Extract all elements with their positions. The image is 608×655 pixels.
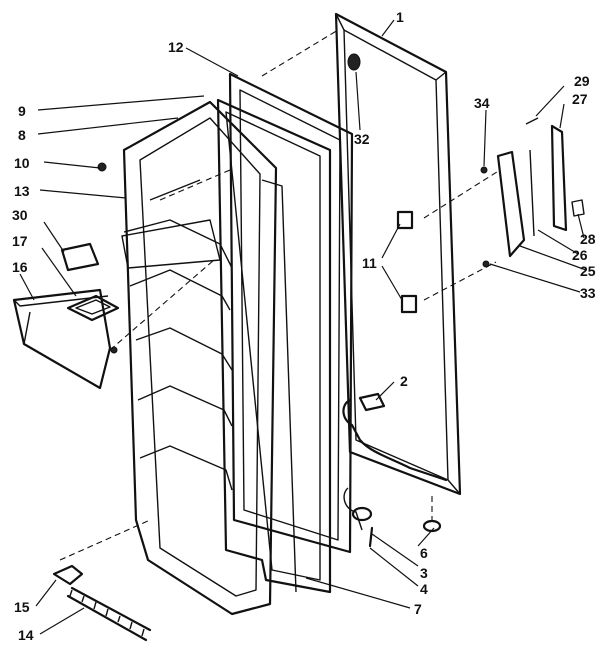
callout-33: 33 [580,285,596,301]
callout-15: 15 [14,599,30,615]
callout-12: 12 [168,39,184,55]
callout-4: 4 [420,581,428,597]
outer-door-panel [334,12,462,496]
callout-11: 11 [362,255,377,271]
leader-lines [19,19,587,635]
callout-25: 25 [580,263,596,279]
callout-10: 10 [14,155,30,171]
label-plate [60,242,100,272]
callout-28: 28 [580,231,596,247]
callout-9: 9 [18,103,26,119]
callout-7: 7 [414,601,422,617]
callout-numbers: 1 2 3 4 6 7 8 9 10 11 12 13 14 15 16 17 … [12,9,596,643]
dairy-door [66,294,120,322]
callout-1: 1 [396,9,404,25]
callout-30: 30 [12,207,28,223]
hinge-and-spring [52,564,152,642]
callout-2: 2 [400,373,408,389]
callout-17: 17 [12,233,28,249]
callout-32: 32 [354,131,370,147]
callout-27: 27 [572,91,588,107]
inner-door-liner [121,100,278,616]
callout-14: 14 [18,627,34,643]
door-bin [12,288,112,390]
callout-29: 29 [574,73,590,89]
callout-16: 16 [12,259,28,275]
callout-34: 34 [474,95,490,111]
hardware-fasteners [97,53,490,548]
callout-26: 26 [572,247,588,263]
door-handle [496,117,585,258]
callout-3: 3 [420,565,428,581]
door-hinge-bracket [342,398,448,531]
assembly-lines [59,29,501,561]
callout-8: 8 [18,127,26,143]
breaker-strip [216,98,332,594]
callout-13: 13 [14,183,30,199]
closure-spring [66,586,152,642]
callout-6: 6 [420,545,428,561]
door-gasket [228,72,354,554]
